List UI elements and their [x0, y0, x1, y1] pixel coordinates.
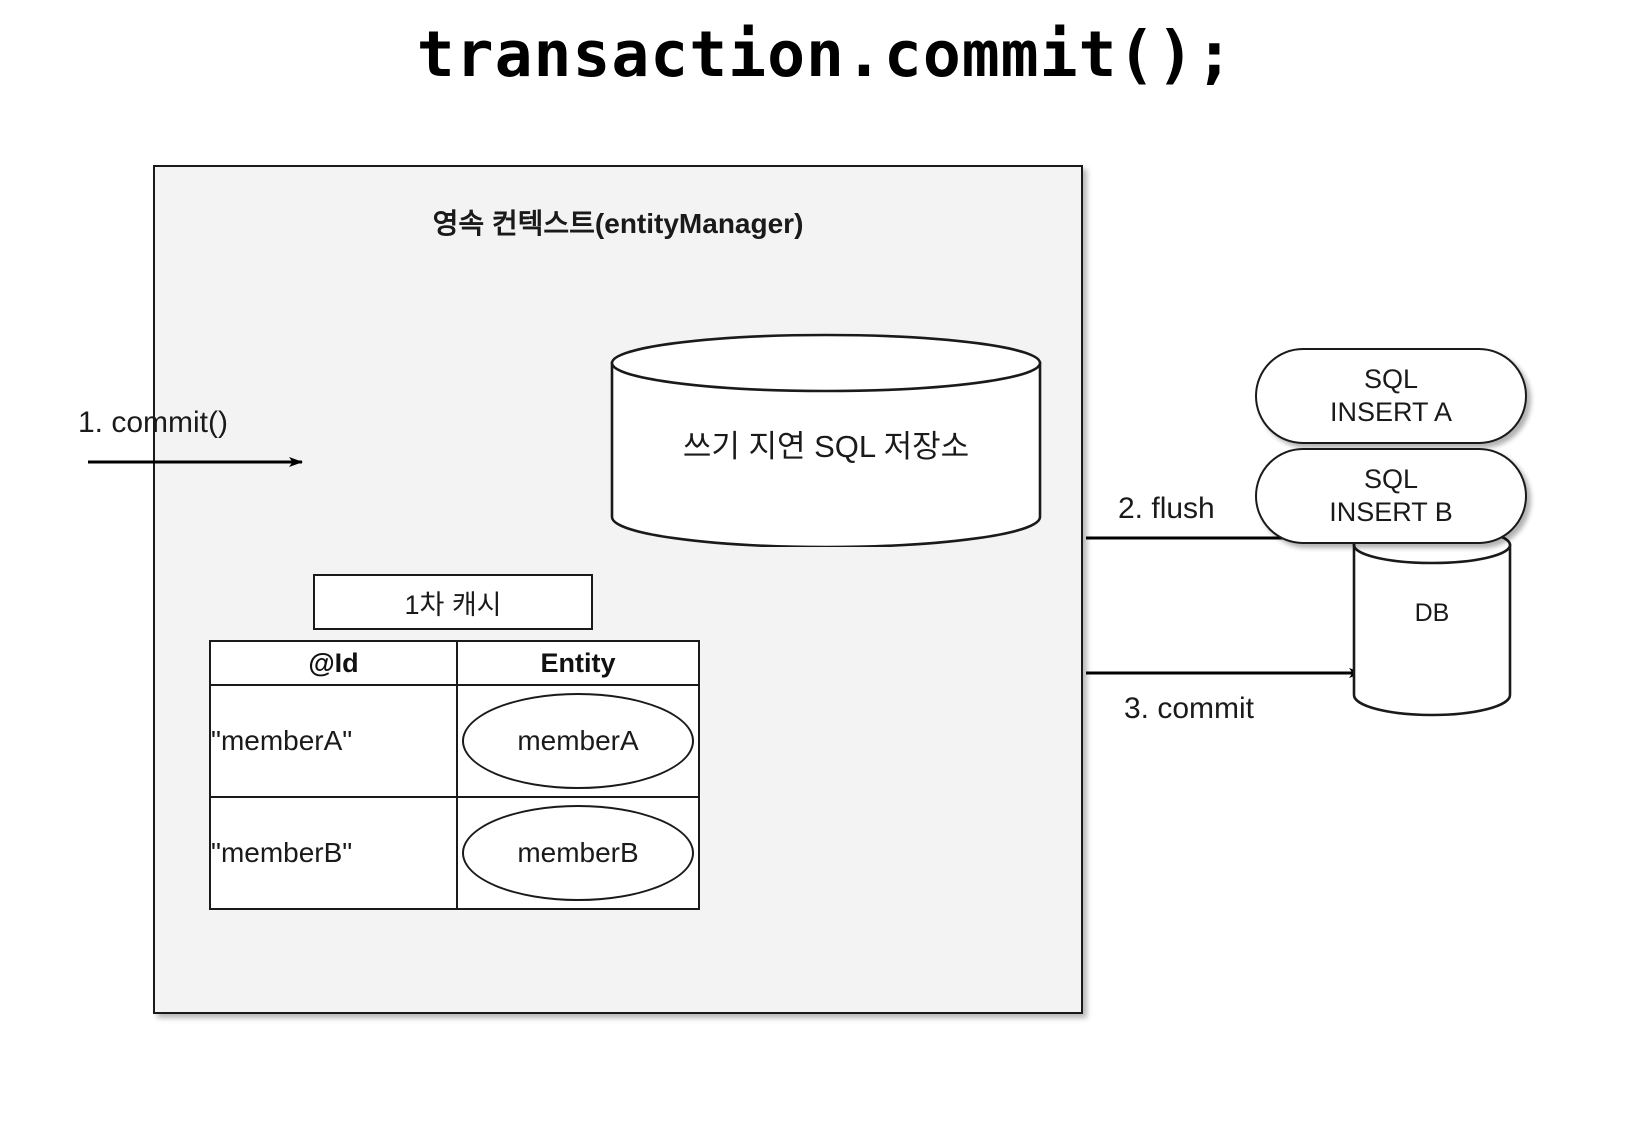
- column-header-id: @Id: [209, 640, 458, 686]
- persistence-context-heading: 영속 컨텍스트(entityManager): [432, 208, 804, 239]
- column-header-entity: Entity: [456, 640, 700, 686]
- table-row: "memberB" memberB: [209, 796, 700, 910]
- label-step-3-commit: 3. commit: [1124, 692, 1255, 725]
- sql-store-label: 쓰기 지연 SQL 저장소: [682, 429, 970, 464]
- cell-entity-value: memberA: [456, 684, 700, 798]
- label-step-1-commit: 1. commit(): [78, 406, 228, 439]
- table-row: "memberA" memberA: [209, 684, 700, 798]
- database-cylinder: DB: [1352, 527, 1512, 717]
- cell-entity-value: memberB: [456, 796, 700, 910]
- sql-insert-b-box: SQL INSERT B: [1255, 448, 1527, 544]
- sql-insert-a-line2: INSERT A: [1329, 397, 1453, 427]
- sql-insert-b-line1: SQL: [1363, 463, 1419, 494]
- first-level-cache-tab: 1차 캐시: [313, 574, 593, 630]
- entity-oval: memberB: [462, 805, 694, 901]
- sql-insert-a-box: SQL INSERT A: [1255, 348, 1527, 444]
- sql-insert-b-line2: INSERT B: [1329, 497, 1453, 527]
- db-label: DB: [1414, 599, 1450, 627]
- cell-id-value: "memberA": [209, 684, 458, 798]
- label-step-2-flush: 2. flush: [1118, 492, 1215, 525]
- first-level-cache-tab-label: 1차 캐시: [404, 589, 502, 620]
- first-level-cache-table: @Id Entity "memberA" memberA "memberB" m…: [209, 640, 700, 910]
- table-header-row: @Id Entity: [209, 640, 700, 686]
- page-title: transaction.commit();: [416, 18, 1235, 91]
- sql-insert-a-line1: SQL: [1363, 363, 1419, 394]
- entity-oval: memberA: [462, 693, 694, 789]
- cylinder-shape: [610, 333, 1042, 547]
- cell-id-value: "memberB": [209, 796, 458, 910]
- write-behind-sql-store-cylinder: 쓰기 지연 SQL 저장소: [610, 333, 1042, 547]
